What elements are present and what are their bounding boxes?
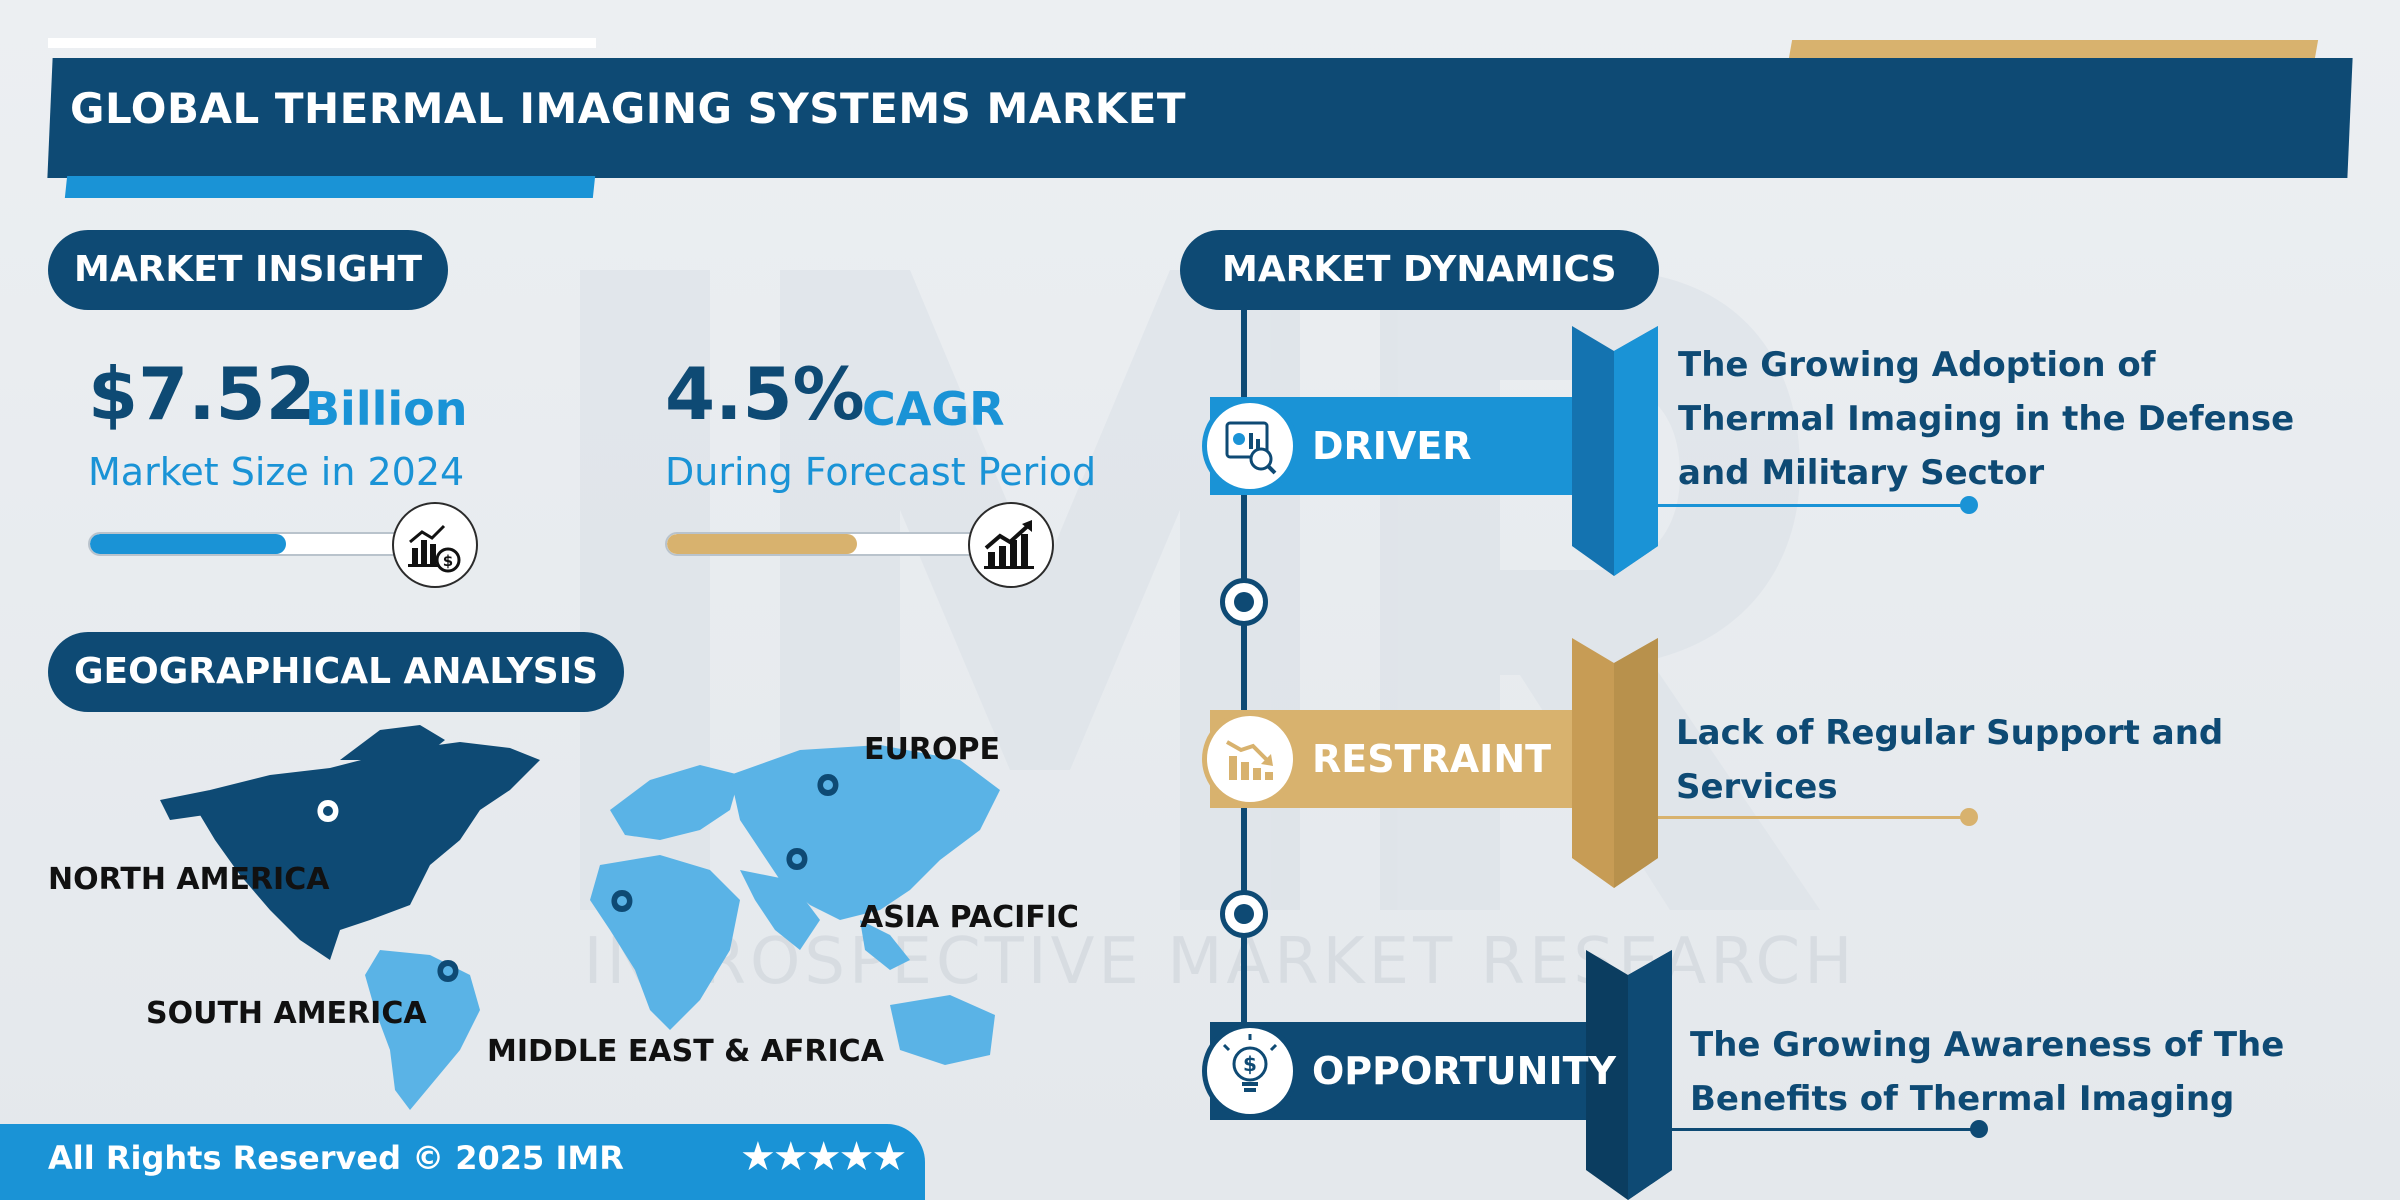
europe-shape — [610, 765, 740, 840]
rating-stars: ★★★★★ — [740, 1134, 907, 1180]
opportunity-connector-end — [1970, 1120, 1988, 1138]
australia-shape — [890, 995, 995, 1065]
map-pin-asia-pacific — [786, 848, 808, 888]
analytics-icon — [1202, 398, 1298, 494]
market-insight-heading: MARKET INSIGHT — [48, 230, 449, 310]
driver-ribbon — [1572, 326, 1658, 576]
north-america-shape — [200, 742, 540, 960]
cagr-unit: CAGR — [862, 382, 1005, 436]
geographical-analysis-heading: GEOGRAPHICAL ANALYSIS — [48, 632, 625, 712]
cagr-caption: During Forecast Period — [665, 450, 1097, 494]
region-label-south-america: SOUTH AMERICA — [146, 996, 427, 1031]
map-pin-north-america — [317, 800, 339, 840]
dollar-bulb-icon: $ — [1202, 1023, 1298, 1119]
market-dynamics-heading: MARKET DYNAMICS — [1180, 230, 1659, 310]
declining-chart-icon — [1202, 711, 1298, 807]
market-size-bar-fill — [90, 534, 286, 554]
restraint-ribbon — [1572, 638, 1658, 888]
opportunity-description: The Growing Awareness of The Benefits of… — [1690, 1025, 2285, 1119]
region-label-asia-pacific: ASIA PACIFIC — [860, 900, 1079, 935]
cagr-value: 4.5% — [665, 352, 865, 436]
dynamics-timeline — [1241, 300, 1247, 1080]
timeline-dot — [1220, 890, 1268, 938]
market-size-bar — [88, 532, 418, 556]
map-pin-mea — [611, 890, 633, 930]
cagr-bar-fill — [667, 534, 857, 554]
region-label-europe: EUROPE — [864, 732, 1000, 767]
cagr-bar — [665, 532, 985, 556]
svg-text:$: $ — [1243, 1052, 1257, 1076]
market-size-unit: Billion — [305, 382, 468, 436]
region-label-north-america: NORTH AMERICA — [48, 862, 330, 897]
restraint-label: RESTRAINT — [1312, 737, 1552, 781]
timeline-dot — [1220, 578, 1268, 626]
africa-shape — [590, 855, 740, 1030]
map-pin-europe — [817, 774, 839, 814]
banner-blue-accent — [64, 176, 596, 198]
banner-top-accent — [48, 38, 596, 48]
driver-connector — [1658, 504, 1968, 507]
footer-copyright: All Rights Reserved © 2025 IMR — [48, 1139, 624, 1177]
opportunity-connector — [1672, 1128, 1978, 1131]
market-size-caption: Market Size in 2024 — [88, 450, 465, 494]
growth-chart-icon — [968, 502, 1054, 588]
restraint-connector-end — [1960, 808, 1978, 826]
south-america-shape — [365, 950, 480, 1110]
restraint-connector — [1658, 816, 1968, 819]
world-map — [160, 725, 1000, 1110]
chart-dollar-icon: $ — [392, 502, 478, 588]
market-size-value: $7.52 — [88, 352, 316, 436]
asia-shape — [730, 745, 1000, 920]
driver-description: The Growing Adoption of Thermal Imaging … — [1678, 345, 2295, 493]
svg-text:$: $ — [443, 552, 453, 570]
restraint-description: Lack of Regular Support and Services — [1676, 713, 2224, 807]
driver-connector-end — [1960, 496, 1978, 514]
driver-label: DRIVER — [1312, 424, 1472, 468]
region-label-mea: MIDDLE EAST & AFRICA — [487, 1034, 884, 1069]
footer-bar — [0, 1124, 925, 1200]
opportunity-label: OPPORTUNITY — [1312, 1049, 1617, 1093]
map-pin-south-america — [437, 960, 459, 1000]
opportunity-ribbon — [1586, 950, 1672, 1200]
page-title: GLOBAL THERMAL IMAGING SYSTEMS MARKET — [70, 84, 1187, 133]
